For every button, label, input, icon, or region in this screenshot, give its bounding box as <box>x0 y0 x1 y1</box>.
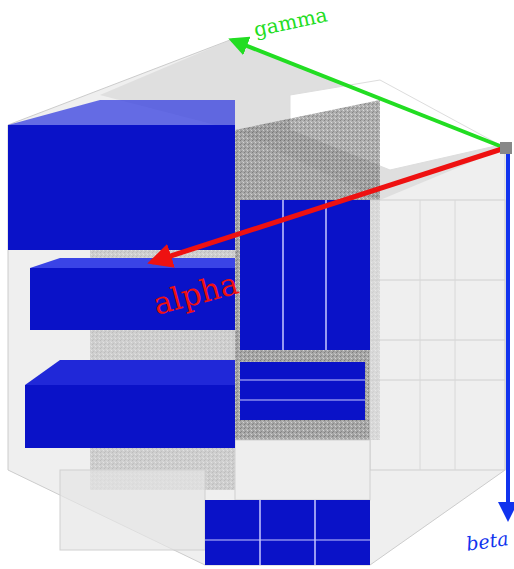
axis-label-beta: beta <box>465 529 510 554</box>
axis-label-gamma: gamma <box>252 4 329 39</box>
